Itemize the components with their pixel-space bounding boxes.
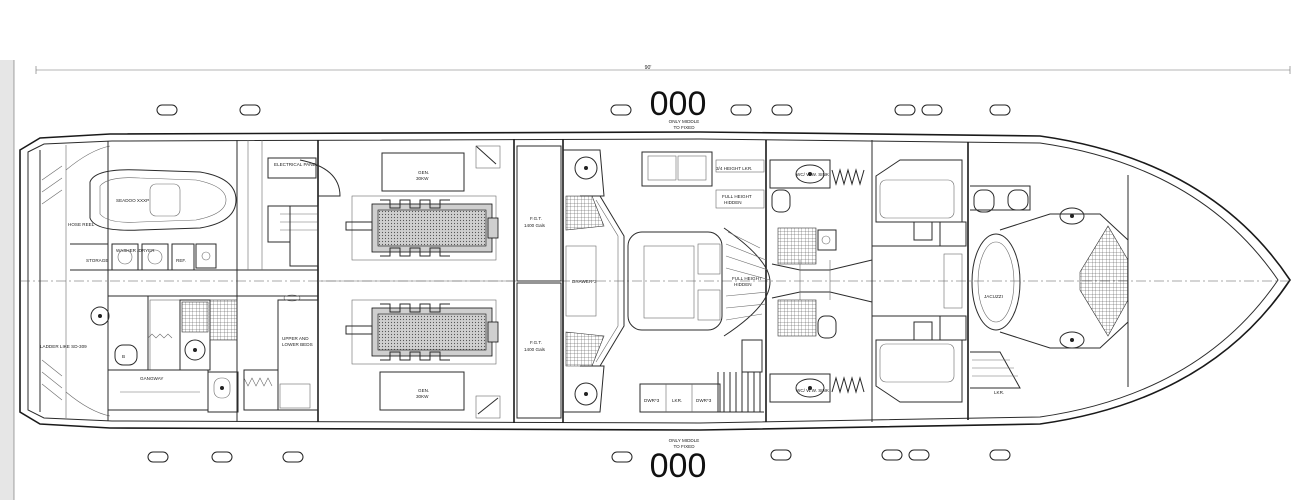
bow-lkr-label: LKR.	[994, 390, 1004, 395]
fgt-bottom-label: F.G.T.	[530, 340, 542, 345]
full-height-top-2: HIDDEN	[724, 200, 742, 205]
hull-outline	[19, 131, 1291, 431]
electrical-panel-label: ELECTRICAL PANEL	[274, 162, 319, 167]
window-note-bottom-2: TO FIXED	[673, 444, 695, 449]
dimension-label: 90'	[645, 65, 652, 71]
garage-zone: SEADOO XXXP HOSE REEL STORAGE WASHER /DR…	[68, 140, 341, 413]
storage-label: STORAGE	[86, 258, 108, 263]
full-height-mid: FULL HEIGHT	[732, 276, 762, 281]
wc-top-label: WC/ W.W. SINK	[796, 172, 830, 177]
gen-top-label: GEN.	[418, 170, 429, 175]
window-note-top-1: ONLY MIDDLE	[669, 119, 700, 124]
scan-edge	[0, 60, 14, 500]
window-group-top: 000	[650, 85, 707, 123]
lkr-label: LKR.	[672, 398, 682, 403]
bow-suite: JACUZZI LKR.	[970, 185, 1129, 395]
three-quarter-lkr: 3/4 HEIGHT LKR.	[716, 166, 752, 171]
guest-cabins: WC/ W.W. SINK WC/ W.W. SINK	[769, 159, 967, 403]
master-stateroom: DRAWER*3 DWR*3 LKR. DWR*3 3/4 HEIGHT LKR…	[563, 149, 771, 413]
portlights-bottom	[147, 449, 1011, 463]
bunks-label-1: UPPER AND	[282, 336, 309, 341]
overall-dimension: 90'	[35, 65, 1291, 74]
jacuzzi-tub	[971, 233, 1021, 331]
portlights-top	[156, 104, 1011, 116]
master-bed	[627, 231, 723, 331]
hose-reel-label: HOSE REEL	[68, 222, 95, 227]
waverunner-label: SEADOO XXXP	[116, 198, 149, 203]
window-note-bottom-1: ONLY MIDDLE	[669, 438, 700, 443]
gen-bottom-kw: 30KW	[416, 394, 429, 399]
fgt-top-label: F.G.T.	[530, 216, 542, 221]
gangway-label: GANGWAY	[140, 376, 163, 381]
gen-top-kw: 30KW	[416, 176, 429, 181]
drawer-label: DRAWER*3	[572, 279, 597, 284]
main-engine-port	[345, 195, 499, 261]
waverunner-outline	[89, 169, 237, 231]
fgt-top-cap: 1400 Gals	[524, 223, 546, 228]
engine-room: GEN. 30KW GEN. 30KW	[318, 145, 514, 419]
dwr-left: DWR*3	[644, 398, 660, 403]
svg-text:B: B	[122, 354, 125, 359]
ladder-label: LADDER LIKE SD-309	[40, 344, 87, 349]
transom-area: LADDER LIKE SD-309	[39, 145, 111, 418]
full-height-top: FULL HEIGHT	[722, 194, 752, 199]
main-engine-starboard	[345, 299, 499, 365]
dwr-right: DWR*3	[696, 398, 712, 403]
window-note-top-2: TO FIXED	[673, 125, 695, 130]
washer-label: WASHER /DRYER	[116, 248, 155, 253]
gen-bottom-label: GEN.	[418, 388, 429, 393]
fgt-bottom-cap: 1400 Gals	[524, 347, 546, 352]
jacuzzi-label: JACUZZI	[984, 294, 1003, 299]
window-group-bottom: 000	[650, 447, 707, 485]
fuel-tanks: F.G.T. 1400 Gals F.G.T. 1400 Gals	[516, 145, 562, 419]
ref-label: REF.	[176, 258, 186, 263]
wc-bottom-label: WC/ W.W. SINK	[796, 388, 830, 393]
bunks-label-2: LOWER BEDS	[282, 342, 313, 347]
full-height-mid-2: HIDDEN	[734, 282, 752, 287]
